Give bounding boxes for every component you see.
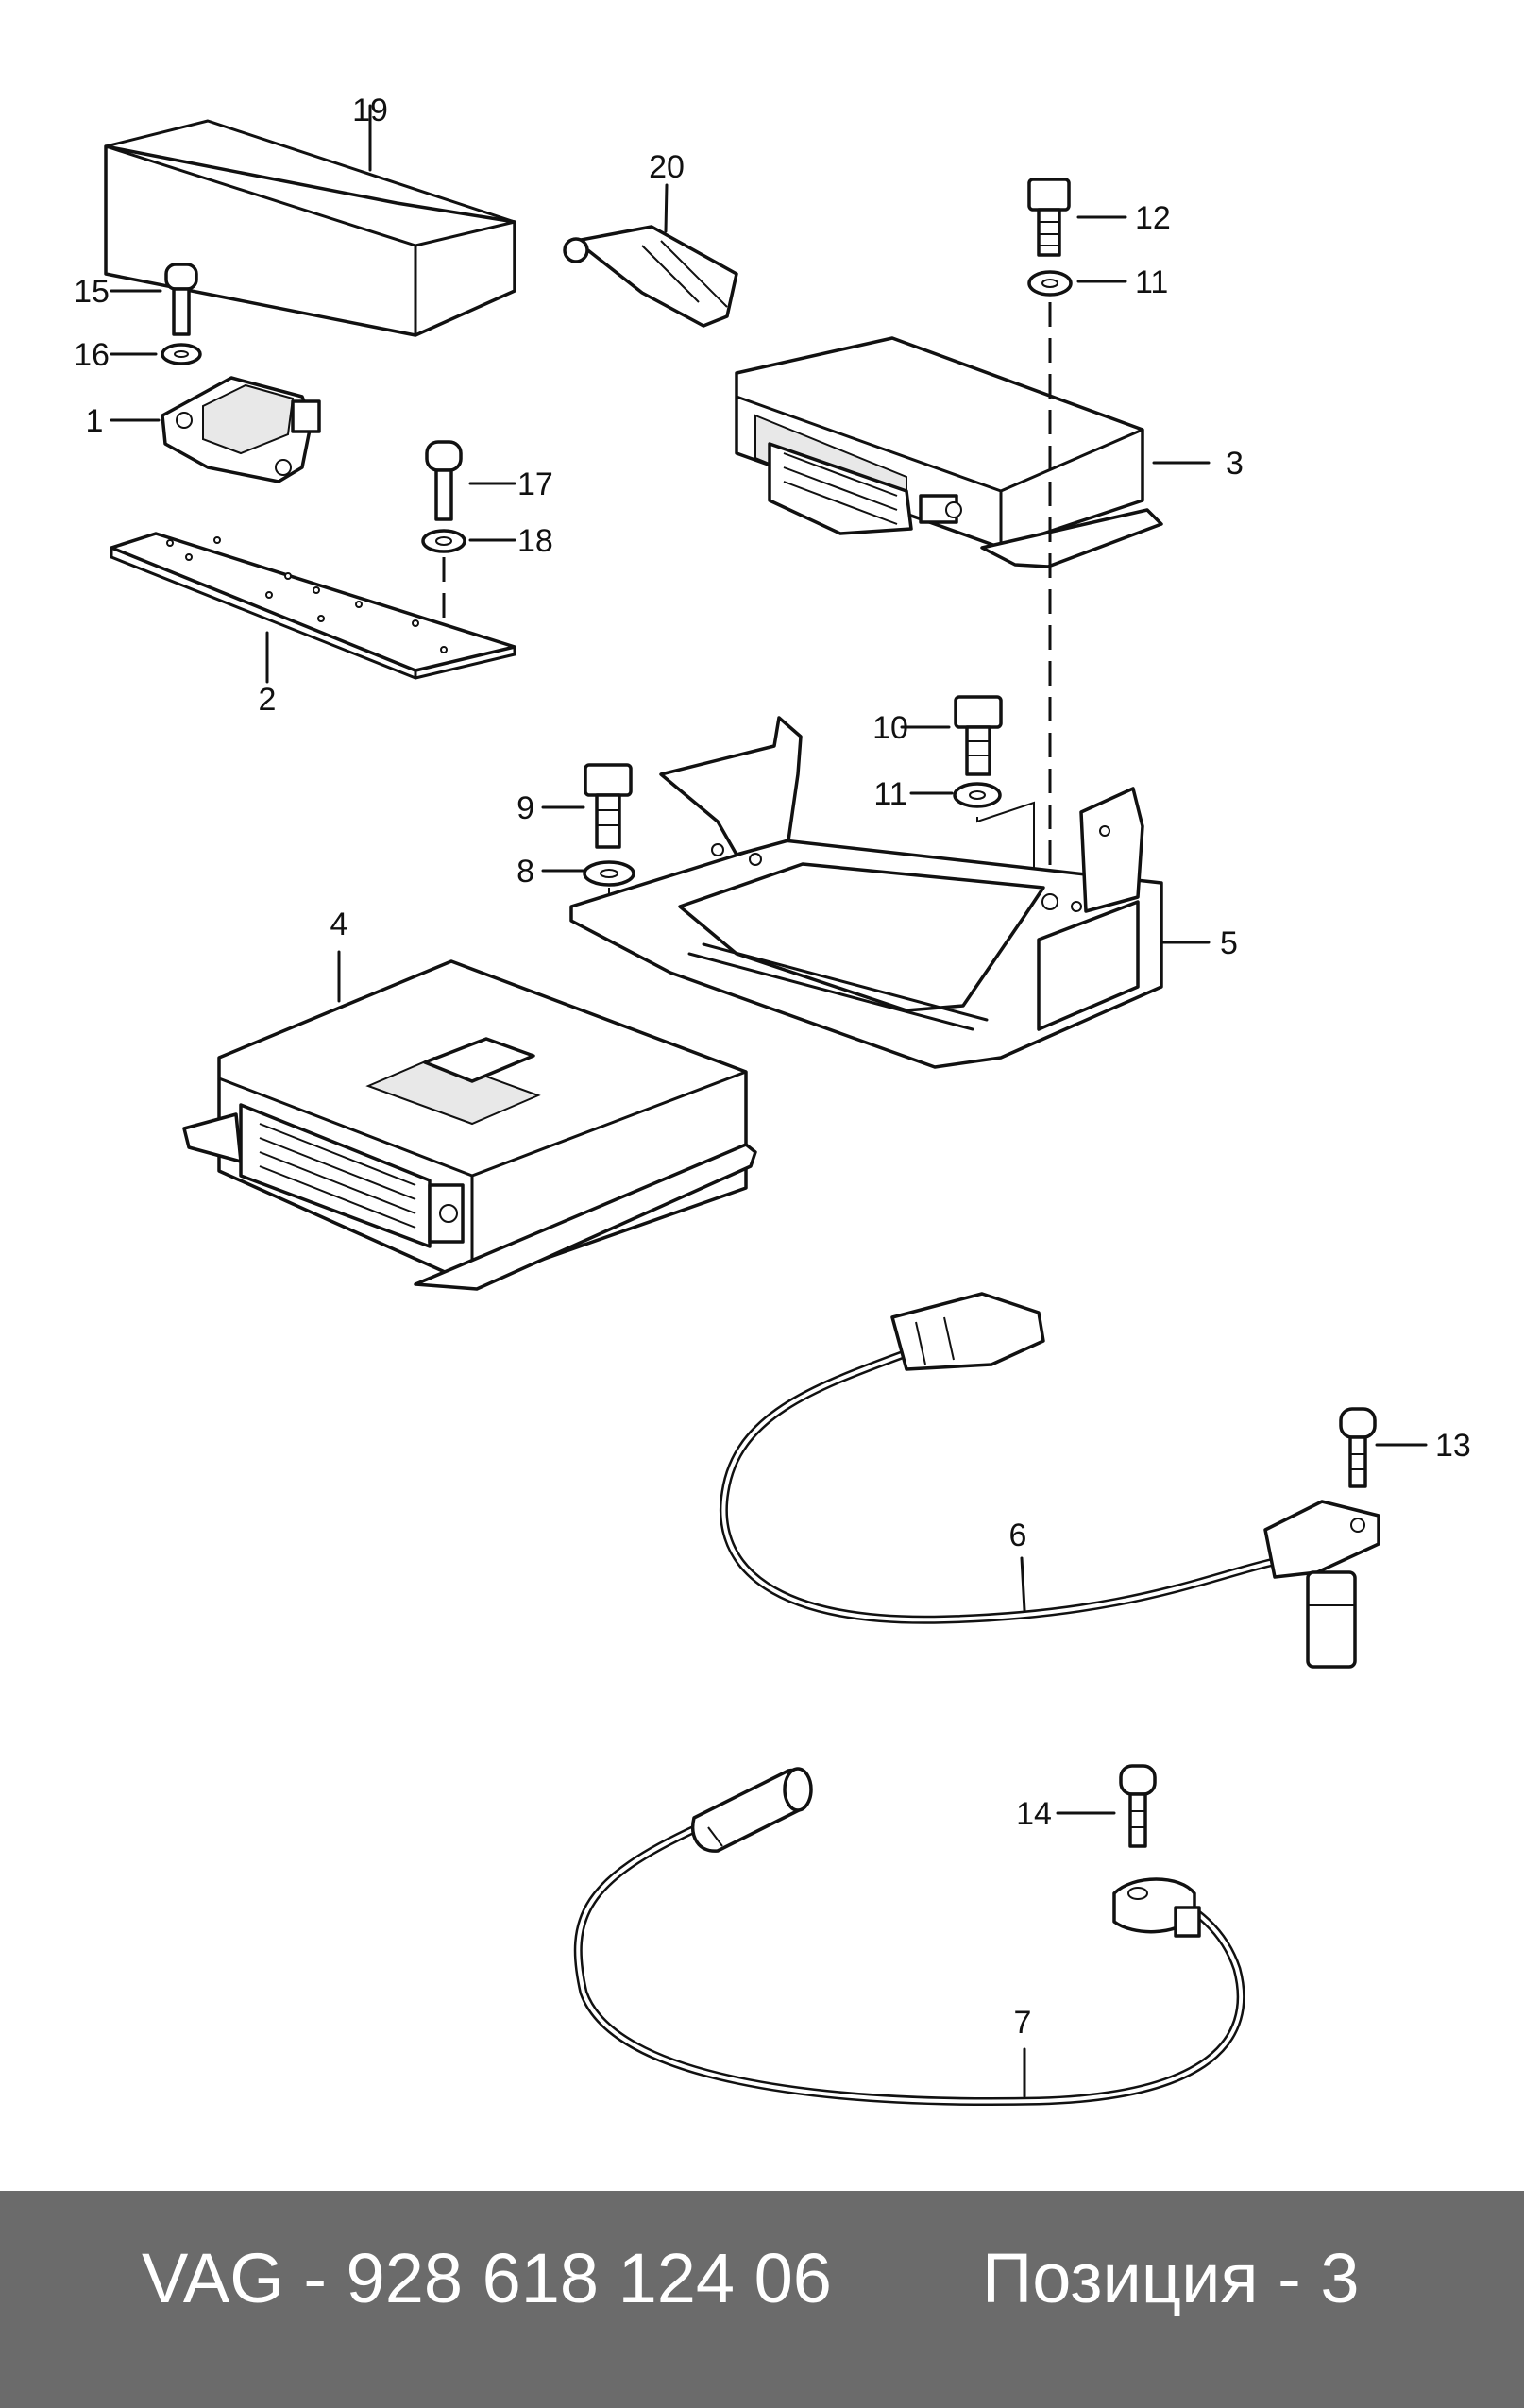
part-14-screw	[1056, 1764, 1157, 1848]
part-19-foam-block	[104, 104, 516, 337]
footer-bar: VAG - 928 618 124 06 Позиция - 3	[0, 2191, 1524, 2408]
callout-19: 19	[352, 93, 388, 128]
part-9-bolt	[541, 763, 633, 849]
callout-labels: 1 2 3 4 5 6 7 8 9 10 11 11 12 13 14 15 1…	[74, 93, 1471, 2041]
part-18-washer	[421, 529, 516, 642]
part-1-module	[110, 376, 321, 483]
part-4-control-unit	[182, 950, 757, 1291]
part-11-washer-mid	[909, 782, 1035, 883]
part-10-bolt	[900, 695, 1003, 776]
part-15-screw	[110, 263, 198, 336]
callout-5: 5	[1220, 925, 1238, 961]
callout-2: 2	[259, 682, 277, 718]
callout-8: 8	[516, 854, 534, 890]
part-11-washer-top	[1027, 270, 1127, 297]
part-5-bracket	[569, 716, 1211, 1069]
exploded-parts-diagram: 1 2 3 4 5 6 7 8 9 10 11 11 12 13 14 15 1…	[74, 93, 1471, 2107]
part-6-sensor-cable	[720, 1292, 1380, 1669]
callout-9: 9	[516, 790, 534, 826]
callout-11-mid: 11	[873, 776, 906, 812]
callout-16: 16	[74, 337, 110, 373]
callout-20: 20	[649, 149, 685, 185]
callout-6: 6	[1009, 1518, 1027, 1553]
callout-4: 4	[330, 907, 348, 942]
callout-10: 10	[872, 710, 908, 746]
part-3-control-unit	[735, 336, 1211, 568]
callout-1: 1	[86, 403, 104, 439]
part-2-plate	[110, 532, 516, 684]
callout-14: 14	[1016, 1796, 1052, 1832]
part-13-screw	[1339, 1407, 1428, 1488]
footer-part-number: VAG - 928 618 124 06	[142, 2239, 832, 2317]
callout-18: 18	[517, 523, 553, 559]
callout-12: 12	[1135, 200, 1171, 236]
part-7-sensor-cable	[573, 1767, 1245, 2107]
callout-13: 13	[1435, 1428, 1471, 1464]
part-17-screw	[425, 440, 516, 521]
callout-11-top: 11	[1135, 264, 1168, 300]
part-20-grease-tube	[563, 183, 738, 328]
part-12-bolt	[1027, 178, 1127, 257]
callout-17: 17	[517, 466, 553, 502]
footer-position: Позиция - 3	[982, 2239, 1360, 2317]
callout-15: 15	[74, 274, 110, 310]
callout-3: 3	[1226, 446, 1244, 482]
callout-7: 7	[1014, 2005, 1032, 2041]
part-8-washer	[541, 860, 635, 921]
part-16-washer	[110, 343, 202, 365]
